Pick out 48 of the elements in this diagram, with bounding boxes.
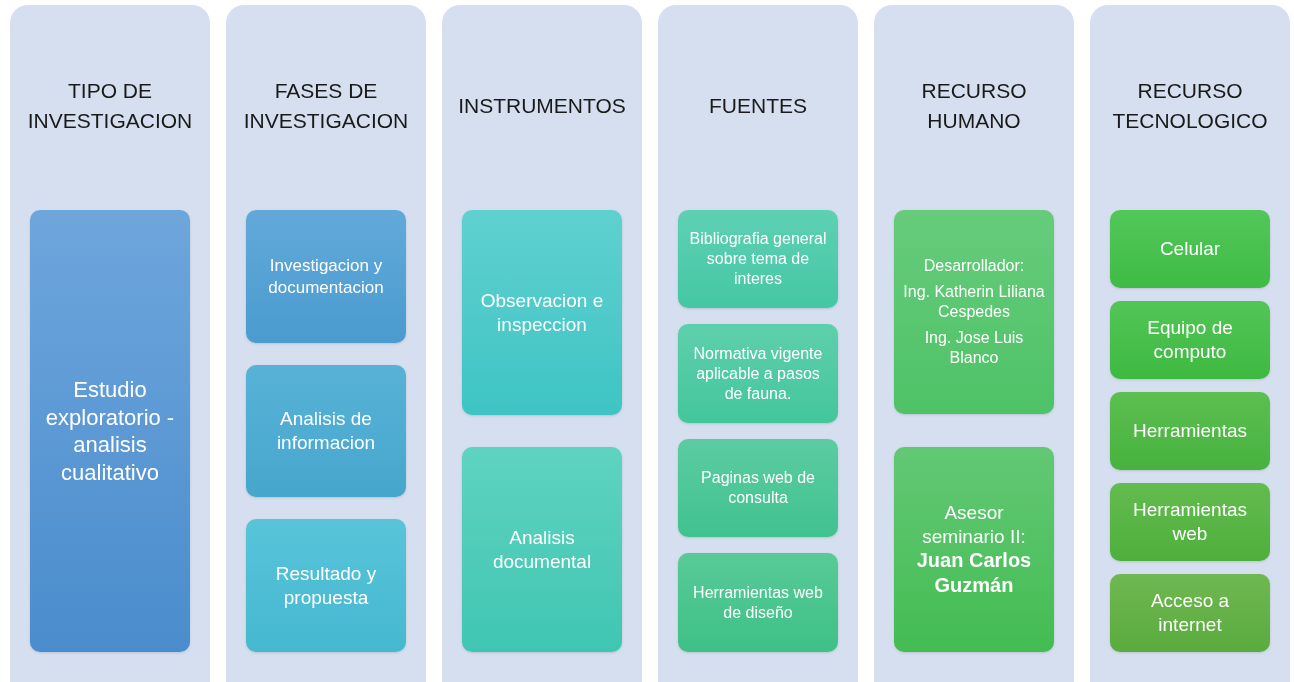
item-text: Observacion e inspeccion [479,288,605,337]
column-panel [874,5,1074,682]
item-card [1110,483,1270,561]
item-text: Equipo de computo [1146,316,1234,364]
column-panel [658,5,858,682]
item-text: Celular [1159,237,1221,261]
column-heading: FASES DE INVESTIGACION [242,78,410,134]
column-heading: RECURSO HUMANO [920,78,1028,134]
column-panel [10,5,210,682]
item-text: Estudio exploratorio - analisis cualitativo [44,376,176,486]
item-card [1110,392,1270,470]
item-card [678,439,838,537]
column-heading: FUENTES [708,93,808,119]
item-card [246,210,406,343]
item-card [246,519,406,652]
item-text: Analisis documental [491,525,593,574]
column-heading: TIPO DE INVESTIGACION [26,78,194,134]
column-heading: RECURSO TECNOLOGICO [1111,78,1269,134]
item-text: Normativa vigente aplicable a pasos de fauna. [692,343,824,404]
column-panel [226,5,426,682]
item-text: Paginas web de consulta [700,468,816,508]
item-text: Herramientas web de diseño [692,582,824,623]
item-card [1110,210,1270,288]
item-card [1110,301,1270,379]
item-text: Ing. Katherin Liliana Cespedes [902,282,1046,322]
column-panel [1090,5,1290,682]
item-text: Herramientas [1132,419,1247,443]
item-card [678,210,838,308]
item-text: Ing. Jose Luis Blanco [923,328,1025,368]
item-card [462,447,622,652]
item-card [678,553,838,652]
item-card [894,210,1054,414]
item-card [462,210,622,415]
item-text: Acceso a internet [1149,589,1231,637]
item-card [678,324,838,423]
item-text: Resultado y propuesta [274,561,378,610]
item-text: Analisis de informacion [275,407,377,455]
item-text: Asesor seminario II: Juan Carlos Guzmán [915,500,1033,599]
item-card [894,447,1054,652]
item-text: Desarrollador: [923,256,1025,276]
item-card [1110,574,1270,652]
column-heading: INSTRUMENTOS [457,93,627,119]
item-card [246,365,406,497]
item-text: Investigacion y documentacion [267,255,385,298]
item-text: Bibliografia general sobre tema de interes [688,229,828,289]
column-panel [442,5,642,682]
item-text: Herramientas web [1131,498,1248,546]
item-card [30,210,190,652]
